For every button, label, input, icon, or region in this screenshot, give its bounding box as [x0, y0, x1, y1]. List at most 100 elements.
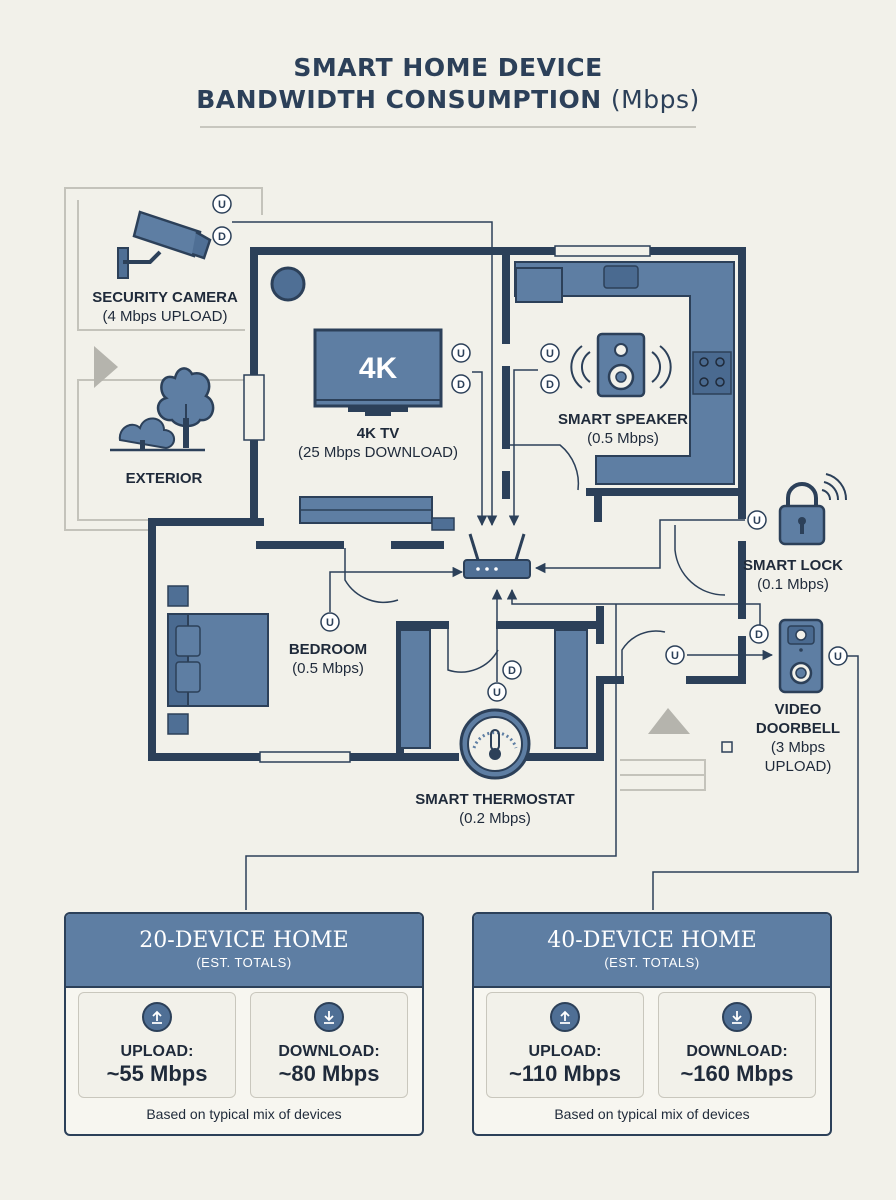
bed-icon [167, 613, 269, 707]
tv-name: 4K TV [356, 425, 400, 442]
kitchen-counter [514, 261, 735, 485]
video-doorbell-detail-1: (3 Mbps [770, 739, 826, 756]
card-footnote: Based on typical mix of devices [554, 1106, 750, 1122]
doorbell-upload-badge-left: U [665, 645, 685, 665]
exterior-arrow-icon [94, 346, 118, 388]
bedroom-detail: (0.5 Mbps) [292, 660, 364, 677]
upload-value: ~110 Mbps [509, 1061, 621, 1086]
windows [243, 245, 651, 763]
security-camera-name: SECURITY CAMERA [92, 289, 238, 306]
doorbell-download-badge: D [749, 624, 769, 644]
exterior-name: EXTERIOR [125, 470, 203, 487]
bush-icon [110, 417, 205, 452]
connection-lines [232, 221, 859, 910]
round-table [270, 266, 306, 302]
port-badges: U D U D U D U D U U U D U [212, 194, 848, 702]
video-doorbell-icon [778, 618, 824, 694]
security-camera-label: SECURITY CAMERA (4 Mbps UPLOAD) [80, 288, 250, 326]
diagram-title: SMART HOME DEVICE BANDWIDTH CONSUMPTION … [0, 52, 896, 116]
summary-card-20-device: 20-DEVICE HOME (EST. TOTALS) UPLOAD: ~55… [64, 912, 424, 1136]
card-subtitle: (EST. TOTALS) [196, 955, 292, 970]
badge-text: U [546, 348, 554, 360]
badge-text: U [326, 617, 334, 629]
download-icon [314, 1002, 344, 1032]
smart-thermostat-detail: (0.2 Mbps) [459, 810, 531, 827]
badge-text: U [753, 515, 761, 527]
bedroom-name: BEDROOM [288, 641, 368, 658]
upload-box: UPLOAD: ~55 Mbps [78, 992, 236, 1098]
upload-value: ~55 Mbps [106, 1061, 208, 1086]
badge-text: D [508, 665, 516, 677]
bedroom-upload-badge: U [320, 612, 340, 632]
title-main: BANDWIDTH CONSUMPTION [196, 85, 602, 114]
camera-upload-badge: U [212, 194, 232, 214]
download-value: ~160 Mbps [680, 1061, 794, 1086]
badge-text: D [546, 379, 554, 391]
download-value: ~80 Mbps [278, 1061, 380, 1086]
smart-thermostat-icon [459, 708, 531, 780]
nightstand-bottom [167, 713, 189, 735]
tv-detail: (25 Mbps DOWNLOAD) [297, 444, 459, 461]
smart-speaker-detail: (0.5 Mbps) [587, 430, 659, 447]
badge-text: D [457, 379, 465, 391]
title-unit: (Mbps) [610, 85, 700, 114]
title-line-2: BANDWIDTH CONSUMPTION (Mbps) [0, 84, 896, 116]
download-box: DOWNLOAD: ~80 Mbps [250, 992, 408, 1098]
card-footnote: Based on typical mix of devices [146, 1106, 342, 1122]
speaker-upload-badge: U [540, 343, 560, 363]
smart-speaker-label: SMART SPEAKER (0.5 Mbps) [548, 410, 698, 448]
upload-label: UPLOAD: [120, 1043, 194, 1060]
door-swings [344, 444, 726, 680]
card-title: 20-DEVICE HOME [139, 928, 349, 953]
speaker-download-badge: D [540, 374, 560, 394]
smart-thermostat-name: SMART THERMOSTAT [415, 791, 575, 808]
badge-text: U [834, 651, 842, 663]
upload-icon [550, 1002, 580, 1032]
exterior-area [64, 187, 263, 531]
smart-speaker-icon [570, 332, 672, 398]
exterior-label: EXTERIOR [104, 469, 224, 488]
upload-label: UPLOAD: [528, 1043, 602, 1060]
upload-icon [142, 1002, 172, 1032]
card-header: 40-DEVICE HOME (EST. TOTALS) [474, 914, 830, 988]
closet-right [554, 629, 588, 749]
closet-left [399, 629, 431, 749]
doorbell-upload-badge-right: U [828, 646, 848, 666]
lock-upload-badge: U [747, 510, 767, 530]
badge-text: U [493, 687, 501, 699]
download-icon [722, 1002, 752, 1032]
porch [620, 708, 733, 791]
smart-lock-label: SMART LOCK (0.1 Mbps) [738, 556, 848, 594]
nightstand-top [167, 585, 189, 607]
tree-icon [156, 367, 215, 448]
summary-card-40-device: 40-DEVICE HOME (EST. TOTALS) UPLOAD: ~11… [472, 912, 832, 1136]
bedroom-label: BEDROOM (0.5 Mbps) [268, 640, 388, 678]
tv-screen-text: 4K [359, 352, 398, 385]
badge-text: U [218, 199, 226, 211]
smart-lock-name: SMART LOCK [743, 557, 843, 574]
video-doorbell-name-1: VIDEO [774, 701, 822, 718]
tv-label: 4K TV (25 Mbps DOWNLOAD) [288, 424, 468, 462]
card-header: 20-DEVICE HOME (EST. TOTALS) [66, 914, 422, 988]
smart-speaker-name: SMART SPEAKER [557, 411, 688, 428]
security-camera-icon [117, 210, 212, 279]
download-box: DOWNLOAD: ~160 Mbps [658, 992, 816, 1098]
badge-text: U [457, 348, 465, 360]
video-doorbell-label: VIDEO DOORBELL (3 Mbps UPLOAD) [748, 700, 848, 776]
smart-lock-detail: (0.1 Mbps) [757, 576, 829, 593]
upload-box: UPLOAD: ~110 Mbps [486, 992, 644, 1098]
badge-text: D [755, 629, 763, 641]
badge-text: U [671, 650, 679, 662]
card-subtitle: (EST. TOTALS) [604, 955, 700, 970]
card-title: 40-DEVICE HOME [547, 928, 757, 953]
tv-upload-badge: U [451, 343, 471, 363]
download-label: DOWNLOAD: [278, 1043, 380, 1060]
tv-icon [313, 328, 443, 416]
security-camera-detail: (4 Mbps UPLOAD) [102, 308, 228, 325]
title-line-1: SMART HOME DEVICE [293, 53, 603, 82]
smart-lock-icon [778, 473, 848, 546]
badge-text: D [218, 231, 226, 243]
thermostat-download-badge: D [502, 660, 522, 680]
smart-thermostat-label: SMART THERMOSTAT (0.2 Mbps) [390, 790, 600, 828]
